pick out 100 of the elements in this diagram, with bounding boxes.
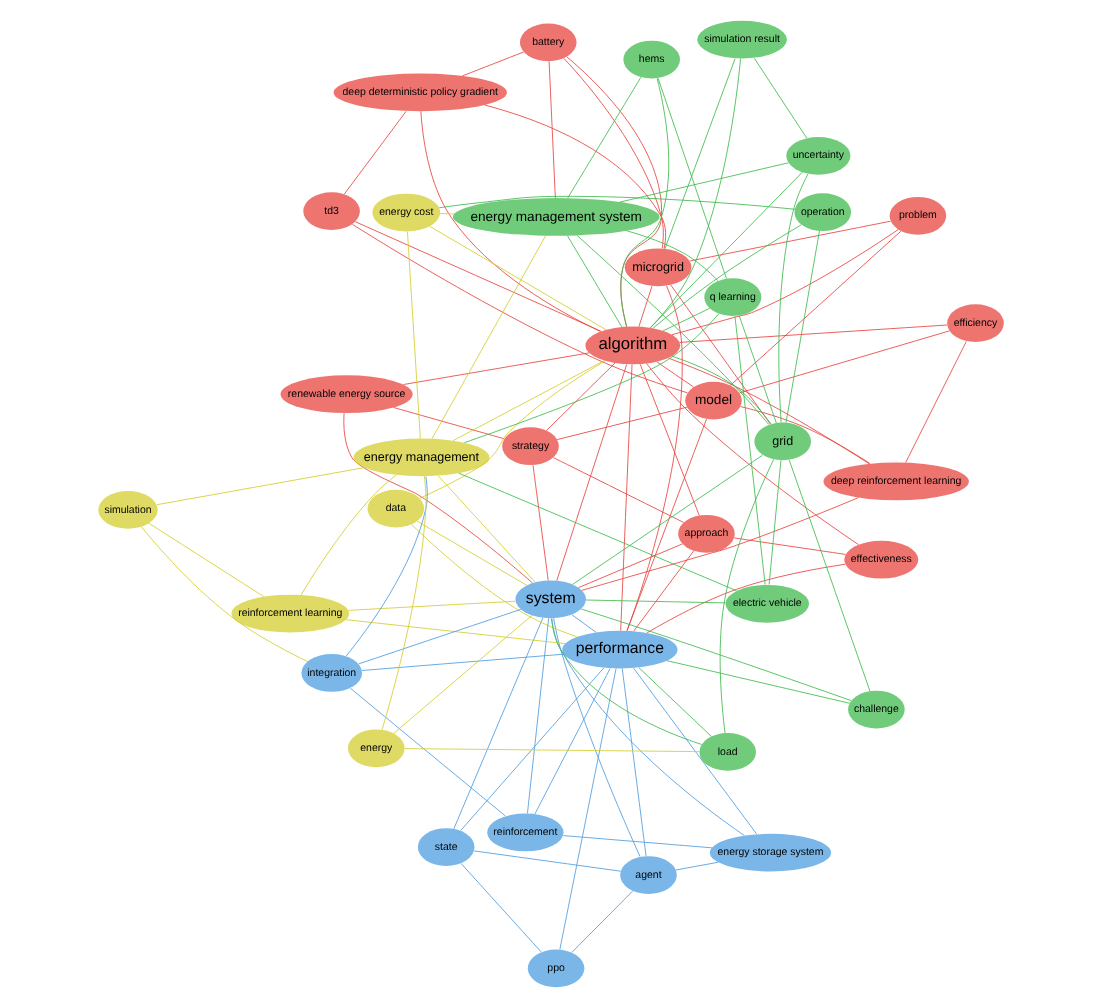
connector	[402, 352, 589, 385]
connector	[777, 173, 808, 423]
connector	[410, 524, 577, 638]
connector	[344, 619, 565, 645]
connector	[428, 225, 606, 331]
connector	[140, 526, 307, 662]
connector	[562, 58, 663, 249]
connector	[645, 563, 845, 634]
connector	[360, 653, 564, 671]
connector	[688, 220, 890, 262]
connector	[561, 835, 712, 849]
connector	[625, 285, 682, 632]
connector	[580, 497, 858, 591]
connector	[665, 660, 849, 704]
connector	[344, 476, 427, 657]
connector	[550, 618, 701, 745]
connector	[406, 231, 420, 439]
connector	[656, 77, 726, 279]
connector	[547, 60, 555, 199]
connector	[904, 340, 966, 463]
connector	[392, 407, 504, 440]
connector	[620, 668, 646, 857]
connector	[392, 614, 532, 734]
connector	[784, 230, 819, 423]
connector	[651, 224, 801, 329]
connector	[565, 56, 661, 328]
connector	[570, 890, 633, 953]
connector	[472, 850, 620, 872]
connector	[531, 464, 548, 581]
connector	[632, 550, 694, 632]
connector	[663, 58, 735, 250]
connector	[545, 362, 615, 431]
connector	[430, 235, 546, 439]
connector	[625, 230, 718, 282]
connector	[661, 307, 710, 332]
connector	[342, 110, 406, 195]
connector	[526, 617, 549, 814]
connector	[555, 364, 627, 582]
connector	[483, 104, 666, 249]
connector	[638, 363, 699, 516]
node-ellipse: algorithm	[584, 326, 680, 365]
connector	[357, 608, 521, 665]
connector	[739, 406, 870, 464]
connector	[418, 360, 605, 499]
connector	[459, 863, 541, 953]
connector	[733, 315, 765, 585]
connector	[670, 229, 898, 336]
connector	[570, 614, 596, 633]
connector	[619, 78, 669, 328]
connector	[718, 458, 774, 734]
connector	[459, 667, 604, 831]
connector	[353, 221, 601, 332]
connector	[438, 213, 454, 215]
connector	[380, 475, 426, 730]
connector	[575, 235, 769, 425]
connector	[452, 617, 543, 830]
connector	[342, 412, 532, 584]
connector	[619, 364, 632, 632]
connector	[566, 76, 641, 199]
connector	[637, 285, 652, 328]
connector	[558, 668, 616, 950]
connector	[155, 467, 364, 506]
connector	[787, 459, 870, 692]
connector	[415, 520, 527, 586]
connector	[678, 324, 947, 343]
connector	[147, 523, 264, 597]
connector	[632, 667, 756, 835]
connector	[625, 418, 706, 632]
connector	[648, 171, 802, 329]
connector	[752, 57, 807, 139]
connector	[674, 861, 718, 871]
connector	[737, 315, 776, 424]
connector	[350, 223, 687, 394]
connector	[767, 459, 781, 585]
connector	[571, 454, 762, 585]
connector	[463, 313, 719, 444]
connector	[436, 475, 535, 583]
connector	[669, 284, 770, 425]
connector	[732, 537, 845, 555]
connector	[419, 110, 600, 332]
connector	[655, 361, 693, 388]
connector	[347, 600, 516, 611]
connector	[550, 618, 744, 836]
connector	[533, 668, 610, 815]
connector	[437, 195, 795, 210]
connector	[461, 51, 523, 77]
connector	[403, 748, 699, 753]
connector	[552, 457, 684, 523]
connector	[555, 406, 687, 440]
connector	[649, 58, 740, 329]
connector	[451, 360, 604, 442]
connector	[618, 162, 788, 203]
connector	[552, 617, 640, 858]
connector	[579, 608, 851, 702]
connector	[728, 230, 901, 386]
connector	[584, 599, 725, 604]
connector	[738, 330, 949, 394]
connector	[566, 235, 622, 328]
connector	[299, 474, 396, 596]
connector	[645, 363, 858, 546]
